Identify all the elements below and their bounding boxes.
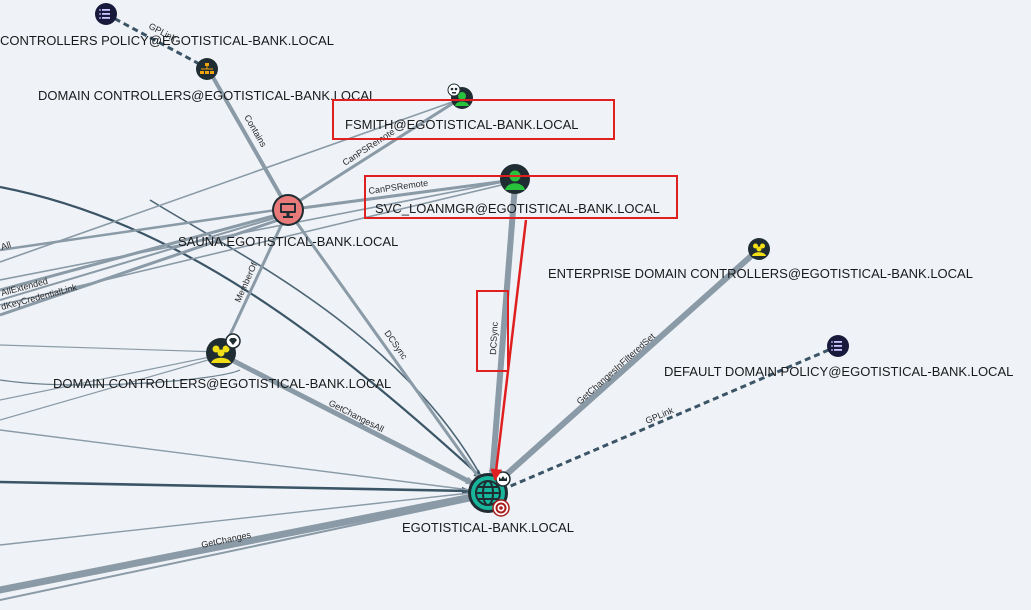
edges — [0, 12, 839, 601]
edge-left-dcg-1[interactable] — [0, 344, 221, 353]
highlight-annotations — [332, 99, 678, 481]
node-label-svc-loanmgr: SVC_LOANMGR@EGOTISTICAL-BANK.LOCAL — [375, 201, 660, 216]
list-icon — [99, 9, 110, 19]
edge-getchanges[interactable] — [0, 493, 476, 594]
edge-gplink-top[interactable] — [105, 12, 206, 69]
crown-icon — [495, 471, 511, 487]
edge-light-left-1[interactable] — [0, 429, 471, 491]
edge-curve-top[interactable] — [0, 185, 483, 479]
node-default-domain-policy[interactable] — [827, 335, 849, 357]
edge-canpsremote-fsmith[interactable] — [295, 98, 459, 205]
edge-left-fsmith[interactable] — [0, 99, 459, 263]
node-label-sauna: SAUNA.EGOTISTICAL-BANK.LOCAL — [178, 234, 398, 249]
list-icon — [831, 341, 842, 351]
highlight-box-fsmith — [332, 99, 615, 140]
edge-left-svc-2[interactable] — [0, 181, 515, 306]
edge-dcsync-sauna[interactable] — [290, 215, 484, 483]
edge-label-contains: Contains — [242, 113, 269, 149]
edge-left-svc-1[interactable] — [0, 179, 515, 281]
node-default-policy-top[interactable] — [95, 3, 117, 25]
node-label-fsmith: FSMITH@EGOTISTICAL-BANK.LOCAL — [345, 117, 579, 132]
node-label-default-policy-top: CONTROLLERS POLICY@EGOTISTICAL-BANK.LOCA… — [0, 33, 334, 48]
edge-gplink-default[interactable] — [505, 344, 839, 490]
node-label-domain-controllers-ou: DOMAIN CONTROLLERS@EGOTISTICAL-BANK.LOCA… — [38, 88, 376, 103]
edge-contains[interactable] — [208, 71, 288, 206]
computer-icon — [280, 203, 296, 218]
edge-label-dcsync-sauna: DCSync — [382, 328, 409, 361]
edge-canpsremote-svc[interactable] — [301, 178, 515, 210]
node-label-domain-controllers-group: DOMAIN CONTROLLERS@EGOTISTICAL-BANK.LOCA… — [53, 376, 391, 391]
globe-icon — [475, 480, 501, 506]
group-icon — [211, 345, 231, 363]
edge-left-sauna-1[interactable] — [0, 206, 291, 252]
edge-left-sauna-2[interactable] — [0, 210, 289, 292]
node-domain-controllers-ou[interactable] — [196, 58, 218, 80]
edge-left-sauna-3[interactable] — [0, 213, 289, 301]
edge-getchangesall[interactable] — [222, 353, 476, 487]
edge-getchangesinfilteredset[interactable] — [496, 246, 761, 485]
edge-label-all-left: All — [0, 239, 12, 251]
node-svc-loanmgr[interactable] — [500, 164, 530, 194]
edge-dcsync-svc[interactable] — [488, 184, 518, 479]
highlight-box-svc-loanmgr — [364, 175, 678, 219]
highlight-arrow — [490, 219, 528, 481]
edge-left-dcg-2[interactable] — [0, 355, 216, 401]
edge-getchanges-2[interactable] — [0, 499, 473, 601]
node-enterprise-dcs[interactable] — [748, 238, 770, 260]
skull-icon — [447, 83, 461, 97]
org-chart-icon — [200, 63, 214, 74]
group-icon — [752, 243, 766, 256]
node-label-enterprise-dcs: ENTERPRISE DOMAIN CONTROLLERS@EGOTISTICA… — [548, 266, 973, 281]
edge-label-canpsremote-fsmith: CanPSRemote — [341, 127, 397, 168]
edge-dark-horizontal[interactable] — [0, 480, 471, 495]
edge-label-getchangesinfilteredset: GetChangesInFilteredSet — [575, 331, 658, 407]
node-sauna[interactable] — [272, 194, 304, 226]
target-icon — [492, 499, 510, 517]
node-label-default-domain-policy: DEFAULT DOMAIN POLICY@EGOTISTICAL-BANK.L… — [664, 364, 1013, 379]
edge-curve-mid[interactable] — [0, 369, 241, 386]
edge-memberof[interactable] — [222, 214, 288, 349]
node-label-domain: EGOTISTICAL-BANK.LOCAL — [402, 520, 574, 535]
user-icon — [455, 92, 469, 106]
edge-label-dcsync-svc: DCSync — [488, 321, 500, 355]
edge-light-left-2[interactable] — [0, 492, 471, 546]
highlight-box-dcsync — [476, 290, 509, 372]
diamond-icon — [225, 333, 241, 349]
edge-left-dcg-3[interactable] — [0, 357, 216, 421]
